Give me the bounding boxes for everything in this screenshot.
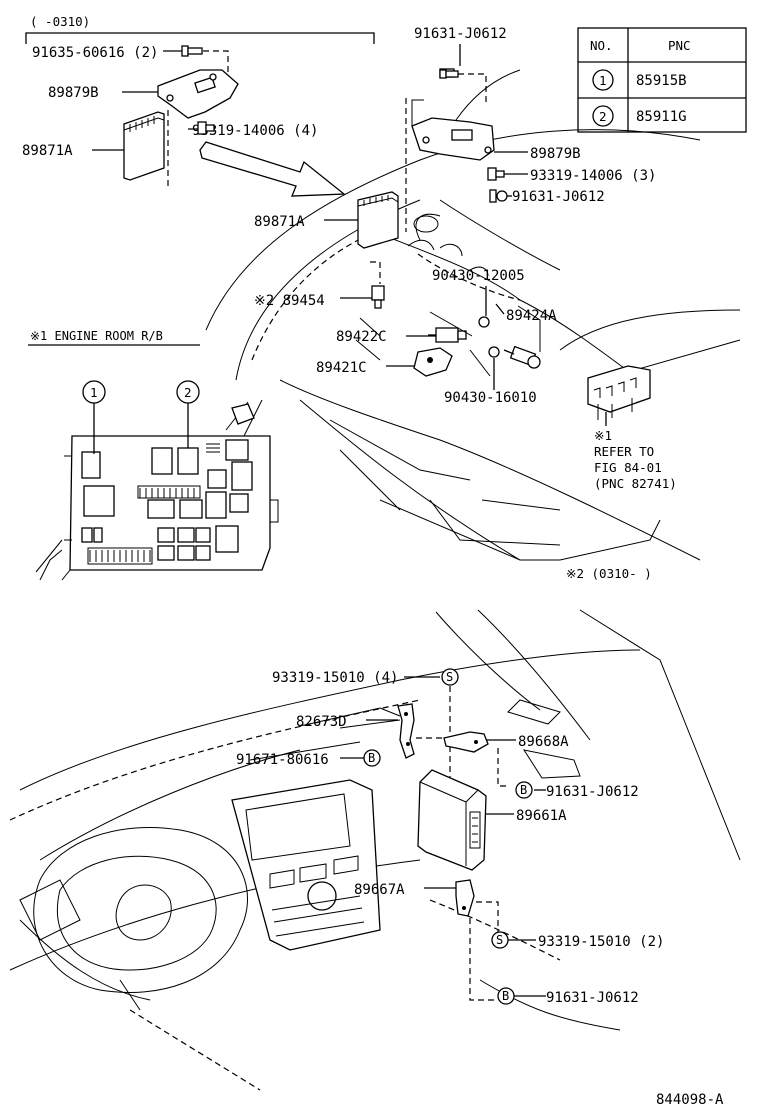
sensor-89454: [371, 285, 385, 309]
engine-room-outline: [205, 69, 741, 561]
part-label-89422c[interactable]: 89422C: [336, 329, 387, 345]
bolt-b-marker-label: B: [368, 751, 375, 765]
sensor-89421c: [413, 347, 453, 377]
date-range-bottom: ※2 (0310- ): [566, 566, 652, 581]
ecu-bracket-89879b-left: [157, 69, 239, 119]
pnc-table-row-2-no: 2: [599, 109, 607, 124]
part-label-90430-16010[interactable]: 90430-16010: [444, 390, 537, 406]
ecu-bracket-89879b-right: [411, 99, 495, 161]
bolt-icon: [489, 189, 508, 203]
engine-room-rb-note: ※1 ENGINE ROOM R/B: [30, 329, 163, 343]
part-label-93319-14006-3[interactable]: 93319-14006 (3): [530, 168, 656, 184]
screw-s-marker-label: S: [446, 670, 453, 684]
screw-s-marker-label: S: [496, 933, 503, 947]
part-label-91671-80616[interactable]: 91671-80616: [236, 752, 329, 768]
part-label-89879b-right[interactable]: 89879B: [530, 146, 581, 162]
fuse-marker-1-label: 1: [90, 385, 98, 400]
screw-icon: [487, 167, 505, 181]
part-label-91631-j0612-low2[interactable]: 91631-J0612: [546, 990, 639, 1006]
sensor-89424a: [503, 345, 541, 369]
part-label-89667a[interactable]: 89667A: [354, 882, 405, 898]
pnc-table-header-no: NO.: [590, 38, 613, 53]
part-label-89454[interactable]: ※2 89454: [254, 293, 325, 309]
engine-ecu-89871a-left: [123, 111, 165, 181]
part-label-93319-15010-2[interactable]: 93319-15010 (2): [538, 934, 664, 950]
pnc-table-row-2-pnc[interactable]: 85911G: [636, 109, 687, 125]
sensor-89422c: [428, 327, 467, 343]
part-label-89424a[interactable]: 89424A: [506, 308, 557, 324]
date-range-top: ( -0310): [30, 14, 90, 29]
part-label-89871a-left[interactable]: 89871A: [22, 143, 73, 159]
pnc-table-header-pnc: PNC: [668, 38, 691, 53]
pnc-table-row-1-pnc[interactable]: 85915B: [636, 73, 687, 89]
gasket-icon: [488, 346, 500, 358]
steering-wheel: [19, 826, 248, 1011]
part-label-93319-15010-4[interactable]: 93319-15010 (4): [272, 670, 398, 686]
fuse-marker-1[interactable]: [82, 380, 106, 404]
bolt-b-marker-icon: [497, 987, 515, 1005]
center-console: [231, 779, 381, 951]
bolt-b-marker-label: B: [502, 989, 509, 1003]
part-label-89871a-mid[interactable]: 89871A: [254, 214, 305, 230]
screw-s-marker-icon: [491, 931, 509, 949]
date-range-bracket: [25, 32, 375, 44]
engine-room-relay-block: [587, 365, 651, 420]
bolt-b-marker-icon: [515, 781, 533, 799]
engine-room-relay-box: [35, 399, 279, 581]
refer-note-fig[interactable]: FIG 84-01: [594, 460, 662, 475]
refer-note-line-2: REFER TO: [594, 444, 654, 459]
dashboard-outline: [9, 609, 741, 1091]
part-label-89421c[interactable]: 89421C: [316, 360, 367, 376]
pointer-arrow: [199, 141, 346, 197]
gasket-icon: [478, 316, 490, 328]
part-label-93319-14006-4[interactable]: 93319-14006 (4): [192, 123, 318, 139]
bracket-89667a: [455, 879, 475, 917]
part-label-91631-j0612-top[interactable]: 91631-J0612: [414, 26, 507, 42]
fuse-marker-2-label: 2: [184, 385, 192, 400]
bolt-b-marker-icon: [363, 749, 381, 767]
screw-s-marker-icon: [441, 668, 459, 686]
part-label-91635-60616[interactable]: 91635-60616 (2): [32, 45, 158, 61]
fuse-marker-2[interactable]: [176, 380, 200, 404]
screw-icon: [197, 121, 215, 135]
part-label-89879b-left[interactable]: 89879B: [48, 85, 99, 101]
part-label-89661a[interactable]: 89661A: [516, 808, 567, 824]
bolt-icon: [439, 68, 459, 79]
part-label-90430-12005[interactable]: 90430-12005: [432, 268, 525, 284]
pnc-table-row-1-no: 1: [599, 73, 607, 88]
part-label-89668a[interactable]: 89668A: [518, 734, 569, 750]
refer-note-marker: ※1: [594, 428, 612, 443]
engine-control-computer-89661a: [417, 769, 487, 871]
part-label-91631-j0612-mid[interactable]: 91631-J0612: [512, 189, 605, 205]
bolt-b-marker-label: B: [520, 783, 527, 797]
refer-note-pnc[interactable]: (PNC 82741): [594, 476, 677, 491]
bracket-82673d: [397, 703, 415, 759]
part-label-91631-j0612-low1[interactable]: 91631-J0612: [546, 784, 639, 800]
figure-id: 844098-A: [656, 1092, 724, 1108]
part-label-82673d[interactable]: 82673D: [296, 714, 347, 730]
bracket-89668a: [443, 731, 489, 753]
pnc-table: NO. PNC 1 85915B 2 85911G: [577, 27, 747, 133]
bolt-icon: [181, 45, 203, 57]
engine-ecu-89871a-mid: [357, 191, 399, 249]
